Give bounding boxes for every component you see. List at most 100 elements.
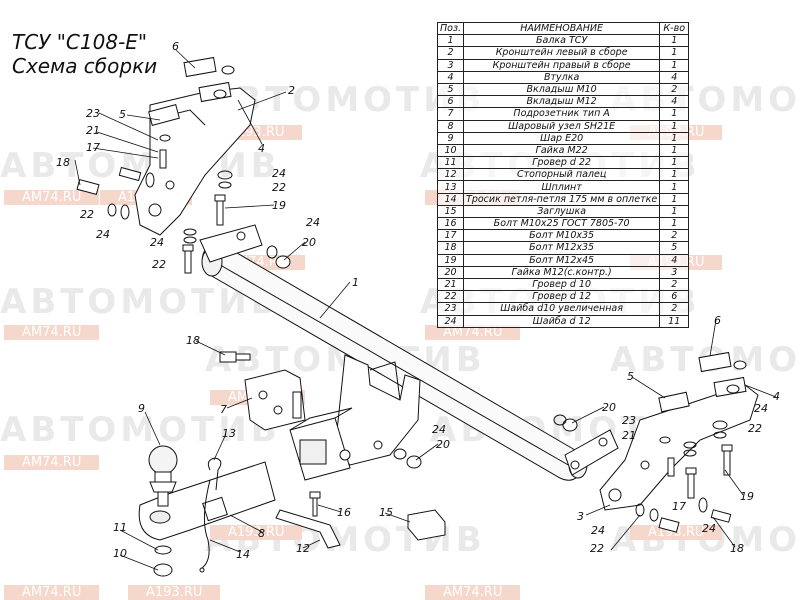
quantity-cell: 1 [659, 34, 690, 48]
position-cell: 14 [436, 192, 465, 206]
watermark-site: AM74.RU [4, 325, 100, 340]
callout-22: 22 [590, 542, 604, 555]
quantity-cell: 2 [659, 302, 690, 316]
callout-22: 22 [152, 258, 166, 271]
name-cell: Болт М12х35 [463, 241, 661, 255]
callout-17: 17 [672, 500, 686, 513]
callout-14: 14 [236, 548, 250, 561]
watermark-site: A193.RU [210, 525, 303, 540]
name-cell: Болт М10х25 ГОСТ 7805-70 [463, 216, 661, 231]
quantity-cell: 1 [659, 156, 690, 170]
callout-12: 12 [296, 542, 310, 555]
column-header-name: НАИМЕНОВАНИЕ [463, 21, 661, 36]
callout-labels: 1 2 3 4 4 5 5 6 6 7 8 9 10 11 12 13 14 1… [56, 40, 780, 561]
position-cell: 17 [436, 229, 465, 243]
name-cell: Шайба d10 увеличенная [463, 302, 661, 316]
name-cell: Стопорный палец [463, 168, 661, 182]
position-cell: 13 [436, 180, 465, 194]
watermark-brand: АВТОМОТИВ [0, 282, 281, 322]
quantity-cell: 1 [659, 180, 690, 194]
position-cell: 20 [436, 265, 465, 279]
name-cell: Шайба d 12 [463, 314, 661, 328]
watermark-site: AM74.RU [4, 190, 100, 205]
watermark-site: A193.RU [128, 585, 221, 600]
callout-24: 24 [272, 167, 286, 180]
name-cell: Тросик петля-петля 175 мм в оплетке [463, 192, 661, 206]
column-header-position: Поз. [436, 21, 465, 36]
position-cell: 10 [436, 143, 465, 158]
position-cell: 5 [436, 82, 465, 97]
receiver-bracket-part [289, 354, 421, 481]
position-cell: 1 [436, 34, 465, 48]
position-cell: 22 [436, 290, 465, 304]
tow-ball-part [148, 445, 178, 507]
callout-19: 19 [740, 490, 754, 503]
callout-15: 15 [379, 506, 393, 519]
name-cell: Болт М10х35 [463, 229, 661, 243]
callout-18: 18 [186, 334, 200, 347]
bolt-m10x25-part [309, 491, 321, 517]
callout-17: 17 [86, 141, 100, 154]
name-cell: Заглушка [463, 204, 661, 219]
socket-plate-part [244, 369, 306, 431]
drawing-title: ТСУ "С108-Е" [12, 30, 148, 54]
callout-24: 24 [150, 236, 164, 249]
drawing-subtitle: Схема сборки [12, 54, 158, 78]
quantity-cell: 2 [659, 82, 690, 97]
position-cell: 8 [436, 119, 465, 133]
callout-2: 2 [288, 84, 295, 97]
callout-11: 11 [113, 521, 127, 534]
callout-3: 3 [577, 510, 584, 523]
quantity-cell: 6 [659, 290, 690, 304]
name-cell: Шаровый узел SH21E [463, 119, 661, 133]
callout-5: 5 [627, 370, 634, 383]
callout-10: 10 [113, 547, 127, 560]
position-cell: 15 [436, 204, 465, 219]
position-cell: 19 [436, 253, 465, 267]
callout-21: 21 [622, 429, 636, 442]
name-cell: Гайка М12(с.контр.) [463, 265, 661, 279]
quantity-cell: 1 [659, 216, 690, 231]
quantity-cell: 1 [659, 46, 690, 60]
callout-1: 1 [352, 276, 359, 289]
quantity-cell: 1 [659, 168, 690, 182]
name-cell: Вкладыш М12 [463, 95, 661, 109]
name-cell: Кронштейн левый в сборе [463, 46, 661, 60]
name-cell: Кронштейн правый в сборе [463, 58, 661, 72]
name-cell: Подрозетник тип А [463, 107, 661, 121]
name-cell: Балка ТСУ [463, 34, 661, 48]
name-cell: Гровер d 12 [463, 290, 661, 304]
callout-6: 6 [172, 40, 179, 53]
callout-22: 22 [80, 208, 94, 221]
position-cell: 2 [436, 46, 465, 60]
callout-6: 6 [714, 314, 721, 327]
right-bracket-part [599, 351, 759, 511]
watermark-brand: АВТОМОТИВ [0, 410, 281, 450]
quantity-cell: 3 [659, 265, 690, 279]
position-cell: 16 [436, 216, 465, 231]
quantity-cell: 1 [659, 131, 690, 145]
bolt-m12x35-part [76, 166, 732, 533]
quantity-cell: 1 [659, 58, 690, 72]
cable-loop-part [199, 567, 205, 573]
callout-22: 22 [748, 422, 762, 435]
position-cell: 6 [436, 95, 465, 109]
callout-24: 24 [591, 524, 605, 537]
